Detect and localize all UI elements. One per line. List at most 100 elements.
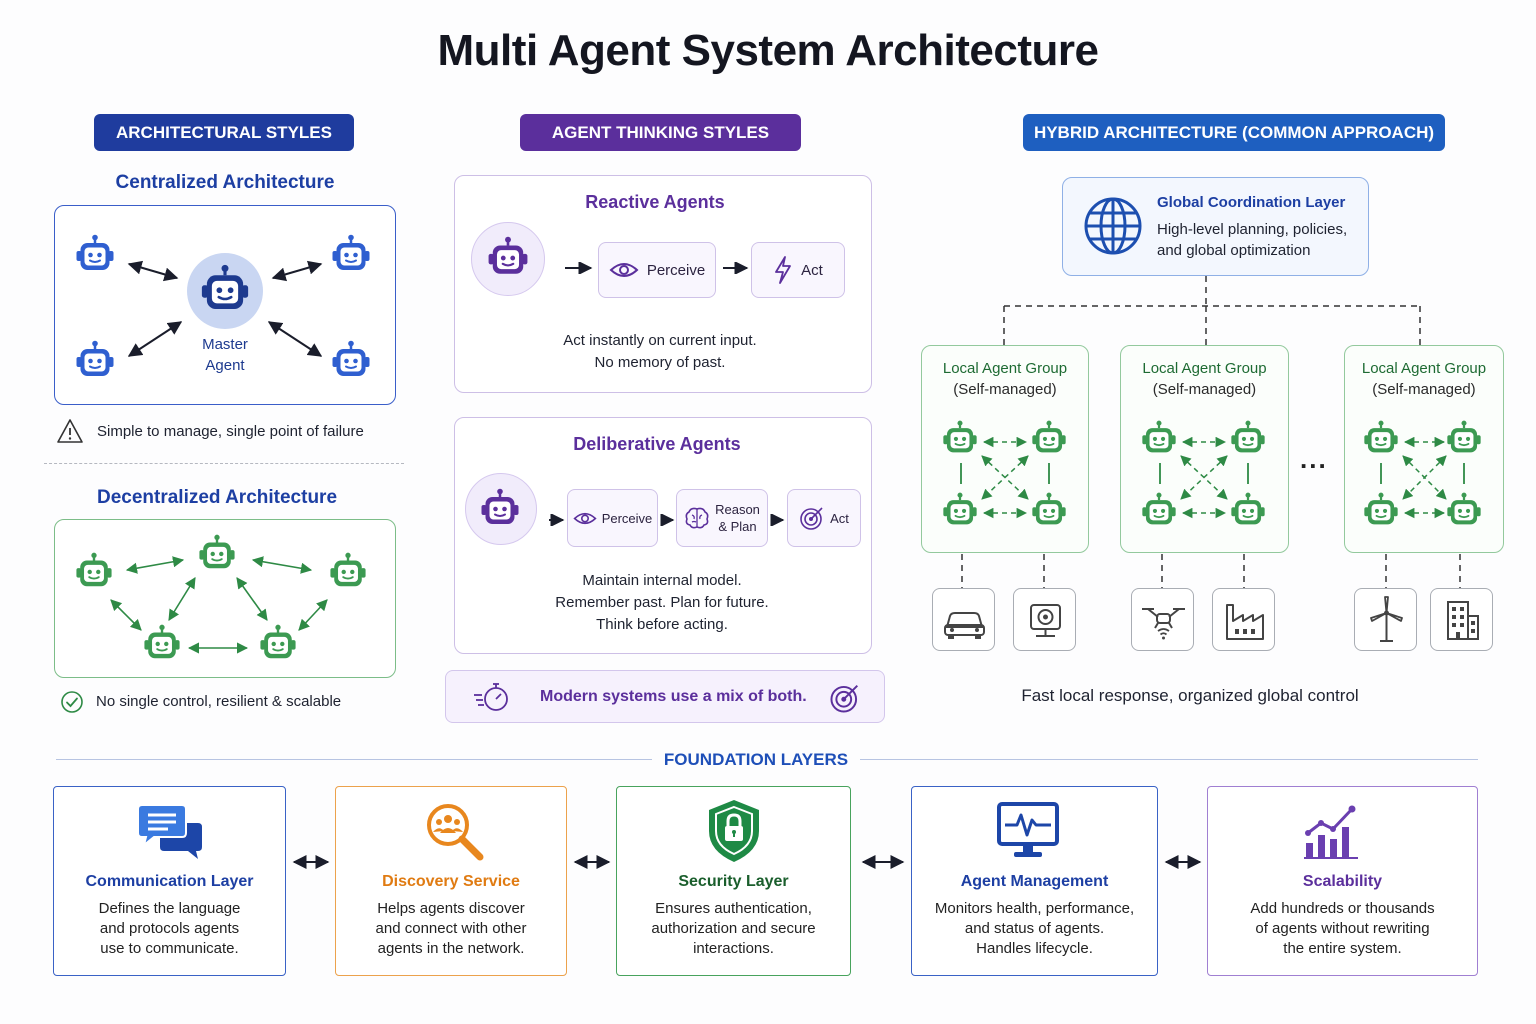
robot-icon xyxy=(143,624,181,662)
perceive-label: Perceive xyxy=(601,510,653,526)
monitor-pulse-icon xyxy=(997,802,1059,857)
scalability-desc: Add hundreds or thousands of agents with… xyxy=(1218,899,1467,959)
global-desc-line: and global optimization xyxy=(1157,242,1311,259)
section-divider xyxy=(44,463,404,464)
brain-icon xyxy=(685,507,709,529)
group-arrows xyxy=(1159,436,1249,519)
robot-icon xyxy=(480,488,520,528)
mix-text: Modern systems use a mix of both. xyxy=(540,688,807,705)
scalability-card: Scalability Add hundreds or thousands of… xyxy=(1207,786,1478,976)
device-car xyxy=(932,588,995,651)
warning-icon xyxy=(57,419,83,443)
robot-icon xyxy=(329,552,367,590)
reason-plan-label: Reason & Plan xyxy=(715,501,760,535)
card-desc-line: Defines the language xyxy=(98,900,241,917)
reactive-desc-line: Act instantly on current input. xyxy=(563,332,757,349)
perceive-label: Perceive xyxy=(646,261,706,279)
robot-icon xyxy=(75,552,113,590)
robot-icon xyxy=(1446,492,1482,528)
robot-icon xyxy=(331,234,371,274)
agent-management-title: Agent Management xyxy=(960,873,1109,890)
reactive-agents-panel: Reactive Agents Perceive Act Act instant… xyxy=(454,175,872,393)
globe-icon xyxy=(1084,197,1142,255)
robot-icon xyxy=(1031,420,1067,456)
security-layer-title: Security Layer xyxy=(678,873,789,890)
flow-arrow xyxy=(565,262,593,274)
deliberative-agents-panel: Deliberative Agents Perceive Reason & Pl… xyxy=(454,417,872,654)
flow-arrow xyxy=(660,514,675,526)
foundation-layers-header: FOUNDATION LAYERS xyxy=(663,750,849,769)
more-groups-ellipsis: ... xyxy=(1300,444,1328,474)
robot-icon xyxy=(331,340,371,380)
hybrid-architecture-header: HYBRID ARCHITECTURE (COMMON APPROACH) xyxy=(1023,114,1445,151)
card-desc-line: Ensures authentication, xyxy=(655,900,812,917)
card-desc-line: and connect with other xyxy=(375,920,527,937)
robot-icon xyxy=(1141,492,1177,528)
robot-icon xyxy=(942,420,978,456)
eye-icon xyxy=(609,263,639,277)
agent-management-card: Agent Management Monitors health, perfor… xyxy=(911,786,1158,976)
global-coordination-title: Global Coordination Layer xyxy=(1157,194,1346,211)
communication-layer-card: Communication Layer Defines the language… xyxy=(53,786,286,976)
robot-icon xyxy=(75,340,115,380)
eye-icon xyxy=(573,512,597,524)
robot-icon xyxy=(1446,420,1482,456)
target-icon xyxy=(800,507,823,530)
reactive-title: Reactive Agents xyxy=(585,192,725,212)
group-subtitle: (Self-managed) xyxy=(1372,381,1476,398)
lightning-icon xyxy=(775,256,792,284)
act-label: Act xyxy=(830,510,849,526)
centralized-diagram: Master Agent xyxy=(54,205,396,405)
camera-icon xyxy=(1030,604,1061,637)
deliberative-desc-line: Think before acting. xyxy=(596,616,728,633)
drone-icon xyxy=(1142,608,1185,640)
perceive-step: Perceive xyxy=(598,242,716,298)
card-desc-line: and status of agents. xyxy=(964,920,1105,937)
card-desc-line: authorization and secure xyxy=(651,920,816,937)
car-icon xyxy=(944,612,985,639)
local-agent-group-title: Local Agent Group (Self-managed) xyxy=(1121,358,1288,400)
global-coordination-layer: Global Coordination Layer High-level pla… xyxy=(1062,177,1369,276)
group-subtitle: (Self-managed) xyxy=(953,381,1057,398)
bidirectional-arrow xyxy=(1164,855,1202,869)
security-layer-desc: Ensures authentication, authorization an… xyxy=(627,899,840,959)
local-agent-group: Local Agent Group (Self-managed) xyxy=(1344,345,1504,553)
local-agent-group-title: Local Agent Group (Self-managed) xyxy=(922,358,1088,400)
discovery-service-card: Discovery Service Helps agents discover … xyxy=(335,786,567,976)
perceive-step: Perceive xyxy=(567,489,658,547)
robot-icon xyxy=(198,534,236,572)
card-desc-line: and protocols agents xyxy=(99,920,240,937)
robot-icon xyxy=(1363,492,1399,528)
master-label-line-1: Master xyxy=(202,336,248,353)
communication-layer-desc: Defines the language and protocols agent… xyxy=(64,899,275,959)
robot-icon xyxy=(1141,420,1177,456)
flow-arrow xyxy=(770,514,785,526)
check-circle-icon xyxy=(61,691,83,713)
bidirectional-arrow xyxy=(861,855,905,869)
card-desc-line: interactions. xyxy=(693,940,774,957)
group-title: Local Agent Group xyxy=(1361,360,1487,377)
group-title: Local Agent Group xyxy=(1142,360,1267,377)
global-desc-line: High-level planning, policies, xyxy=(1157,221,1348,238)
security-layer-card: Security Layer Ensures authentication, a… xyxy=(616,786,851,976)
device-building xyxy=(1430,588,1493,651)
master-robot-icon xyxy=(200,264,250,314)
group-title: Local Agent Group xyxy=(942,360,1068,377)
target-icon xyxy=(830,684,859,713)
robot-icon xyxy=(942,492,978,528)
growth-chart-icon xyxy=(1304,805,1358,859)
flow-arrow xyxy=(549,514,565,526)
card-desc-line: Add hundreds or thousands xyxy=(1250,900,1435,917)
reason-plan-step: Reason & Plan xyxy=(676,489,768,547)
robot-icon xyxy=(1230,492,1266,528)
hybrid-caption: Fast local response, organized global co… xyxy=(1021,686,1359,705)
centralized-arrows xyxy=(127,260,323,357)
foundation-divider-right xyxy=(860,759,1478,760)
stopwatch-icon xyxy=(474,683,508,711)
decentralized-diagram xyxy=(54,519,396,678)
chat-bubbles-icon xyxy=(137,804,202,859)
architectural-styles-header: ARCHITECTURAL STYLES xyxy=(94,114,354,151)
communication-layer-title: Communication Layer xyxy=(85,873,254,890)
decentralized-arrows xyxy=(110,556,328,654)
deliberative-description: Maintain internal model. Remember past. … xyxy=(455,570,869,636)
